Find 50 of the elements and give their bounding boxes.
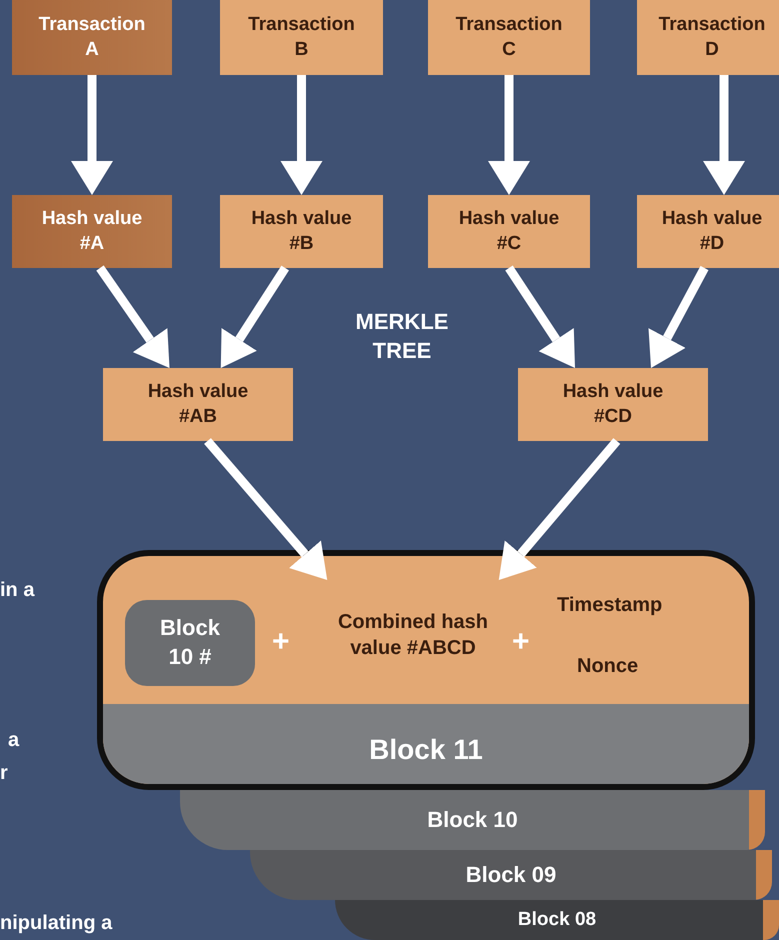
nonce-label: Nonce bbox=[577, 654, 638, 679]
arrow bbox=[498, 438, 620, 580]
text-fragment: nipulating a bbox=[0, 911, 112, 936]
plus-sign: + bbox=[512, 624, 530, 660]
previous-block-box bbox=[335, 900, 779, 940]
node-label: Transaction A bbox=[38, 12, 146, 62]
arrow bbox=[488, 75, 530, 195]
transaction-box bbox=[428, 0, 590, 75]
block-box bbox=[97, 550, 755, 790]
transaction-box bbox=[637, 0, 779, 75]
block-reference-box bbox=[125, 600, 255, 686]
node-label: Hash value #AB bbox=[146, 380, 250, 428]
node-label: Block 10 # bbox=[159, 614, 221, 671]
arrow bbox=[220, 266, 289, 368]
arrow bbox=[648, 266, 708, 368]
transaction-box bbox=[12, 0, 172, 75]
hash-box bbox=[220, 195, 383, 268]
previous-block-box bbox=[250, 850, 772, 900]
arrow bbox=[505, 266, 575, 368]
node-label: Hash value #A bbox=[40, 206, 144, 256]
node-label: Block 11 bbox=[369, 732, 483, 767]
hash-box bbox=[103, 368, 293, 441]
arrow bbox=[703, 75, 745, 195]
node-label: Hash value #C bbox=[458, 206, 560, 256]
arrow bbox=[204, 438, 328, 580]
previous-block-box bbox=[180, 790, 765, 850]
node-label: Transaction C bbox=[454, 12, 564, 62]
transaction-box bbox=[220, 0, 383, 75]
hash-box bbox=[12, 195, 172, 268]
hash-box bbox=[428, 195, 590, 268]
title-label: MERKLE TREE bbox=[354, 308, 450, 365]
arrow bbox=[96, 265, 170, 368]
arrow bbox=[280, 75, 322, 195]
node-label: Block 10 bbox=[427, 806, 518, 834]
node-label: Transaction B bbox=[247, 12, 356, 62]
text-fragment: a bbox=[8, 728, 20, 753]
node-label: Hash value #D bbox=[660, 206, 764, 256]
hash-box bbox=[637, 195, 779, 268]
node-label: Combined hash value #ABCD bbox=[336, 610, 489, 661]
text-fragment: in a bbox=[0, 578, 34, 603]
node-label: Transaction D bbox=[658, 12, 766, 62]
node-label: Hash value #B bbox=[250, 206, 353, 256]
timestamp-label: Timestamp bbox=[557, 593, 662, 618]
node-label: Hash value #CD bbox=[562, 380, 664, 428]
node-label: Block 08 bbox=[518, 908, 596, 932]
plus-sign: + bbox=[272, 624, 290, 660]
hash-box bbox=[518, 368, 708, 441]
text-fragment: r bbox=[0, 761, 8, 786]
arrow bbox=[71, 75, 113, 195]
node-label: Block 09 bbox=[466, 860, 556, 889]
